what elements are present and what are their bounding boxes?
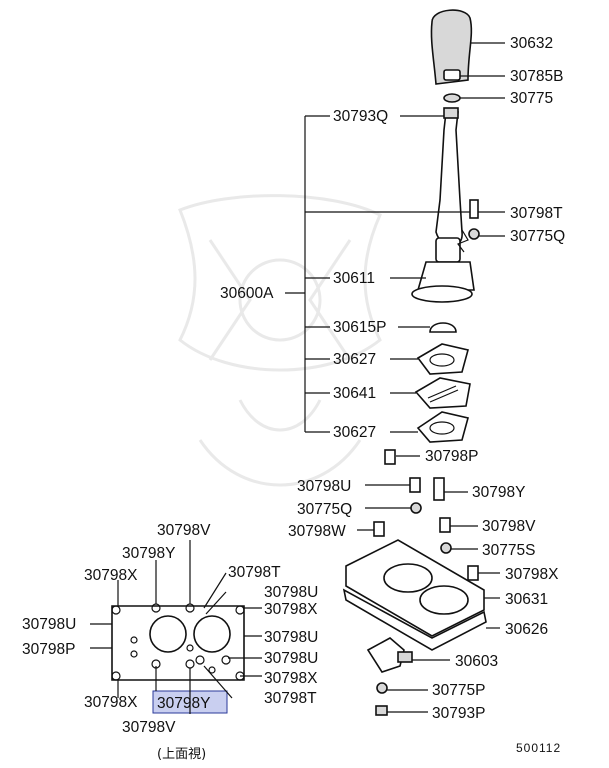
bolt-30798W[interactable] — [373, 521, 385, 537]
bolt-30798V-right[interactable] — [439, 517, 451, 533]
washer-30775S[interactable] — [440, 542, 452, 554]
watermark-emblem — [178, 194, 382, 487]
nut-30775[interactable] — [443, 93, 461, 103]
shift-knob[interactable] — [430, 9, 473, 85]
view-caption: (上面視) — [157, 747, 206, 762]
bolt-30798X-right[interactable] — [467, 565, 479, 581]
callout-30798P-right: 30798P — [425, 448, 478, 465]
nut-30793P[interactable] — [375, 705, 388, 716]
shift-lever-shaft[interactable] — [435, 111, 463, 248]
callout-30626: 30626 — [505, 621, 548, 638]
callout-top-30798X-1: 30798X — [264, 601, 318, 618]
top-view-plate[interactable] — [111, 603, 245, 681]
callout-30793Q: 30793Q — [333, 108, 388, 125]
dust-boot-30615P[interactable] — [429, 322, 457, 333]
bolt-30798U-right[interactable] — [409, 477, 421, 493]
callout-30798V-right: 30798V — [482, 518, 536, 535]
callout-30775: 30775 — [510, 90, 553, 107]
callout-top-30798U-1: 30798U — [264, 584, 318, 601]
callout-top-30798X-left: 30798X — [84, 567, 138, 584]
bolt-30798P[interactable] — [384, 449, 396, 465]
callout-30631: 30631 — [505, 591, 548, 608]
callout-top-30798Y-highlighted: 30798Y — [157, 695, 210, 712]
callout-30611: 30611 — [333, 270, 375, 287]
callout-top-30798Y: 30798Y — [122, 545, 175, 562]
callout-30798U-right: 30798U — [297, 478, 351, 495]
callout-30627-lower: 30627 — [333, 424, 376, 441]
callout-30798W: 30798W — [288, 523, 346, 540]
callout-top-30798U-left: 30798U — [22, 616, 76, 633]
callout-30798T-top: 30798T — [510, 205, 563, 222]
callout-top-30798V: 30798V — [157, 522, 211, 539]
callout-30775P: 30775P — [432, 682, 485, 699]
bushing-30785B[interactable] — [443, 69, 461, 81]
gasket-30627-upper[interactable] — [416, 343, 469, 375]
callout-top-30798T: 30798T — [228, 564, 281, 581]
base-bore-front — [383, 563, 433, 593]
callout-30798X-right: 30798X — [505, 566, 559, 583]
callout-top-30798U-3: 30798U — [264, 650, 318, 667]
bolt-30798Y-right[interactable] — [433, 477, 445, 501]
link-bushing — [397, 651, 413, 663]
callout-30775Q-right: 30775Q — [297, 501, 352, 518]
callout-30615P: 30615P — [333, 319, 386, 336]
lever-nut-30793Q[interactable] — [443, 107, 459, 119]
callout-top-30798U-2: 30798U — [264, 629, 318, 646]
bolt-30798T-top[interactable] — [469, 199, 479, 219]
washer-30775Q-right[interactable] — [410, 502, 422, 514]
callout-top-30798X-2: 30798X — [264, 670, 318, 687]
callout-30641: 30641 — [333, 385, 376, 402]
plate-30641[interactable] — [414, 377, 471, 409]
housing-flange — [411, 285, 473, 303]
callout-30775S: 30775S — [482, 542, 535, 559]
callout-top-30798X-bottom: 30798X — [84, 694, 138, 711]
lever-lower-body[interactable] — [435, 237, 461, 263]
base-bore-rear — [419, 585, 469, 615]
washer-30775Q-top[interactable] — [468, 228, 480, 240]
washer-30775P[interactable] — [376, 682, 388, 694]
callout-30600A: 30600A — [220, 285, 274, 302]
diagram-number: 500112 — [516, 741, 561, 755]
callout-30798Y-right: 30798Y — [472, 484, 525, 501]
callout-30793P: 30793P — [432, 705, 485, 722]
callout-30603: 30603 — [455, 653, 498, 670]
callout-30632: 30632 — [510, 35, 553, 52]
callout-30785B: 30785B — [510, 68, 563, 85]
callout-top-30798V-bottom: 30798V — [122, 719, 176, 736]
callout-30627-upper: 30627 — [333, 351, 376, 368]
callout-top-30798T-bottom: 30798T — [264, 690, 317, 707]
base-gasket-30626[interactable] — [342, 588, 487, 651]
gasket-30627-lower[interactable] — [416, 411, 469, 443]
callout-top-30798P-left: 30798P — [22, 641, 75, 658]
callout-30775Q-top: 30775Q — [510, 228, 565, 245]
